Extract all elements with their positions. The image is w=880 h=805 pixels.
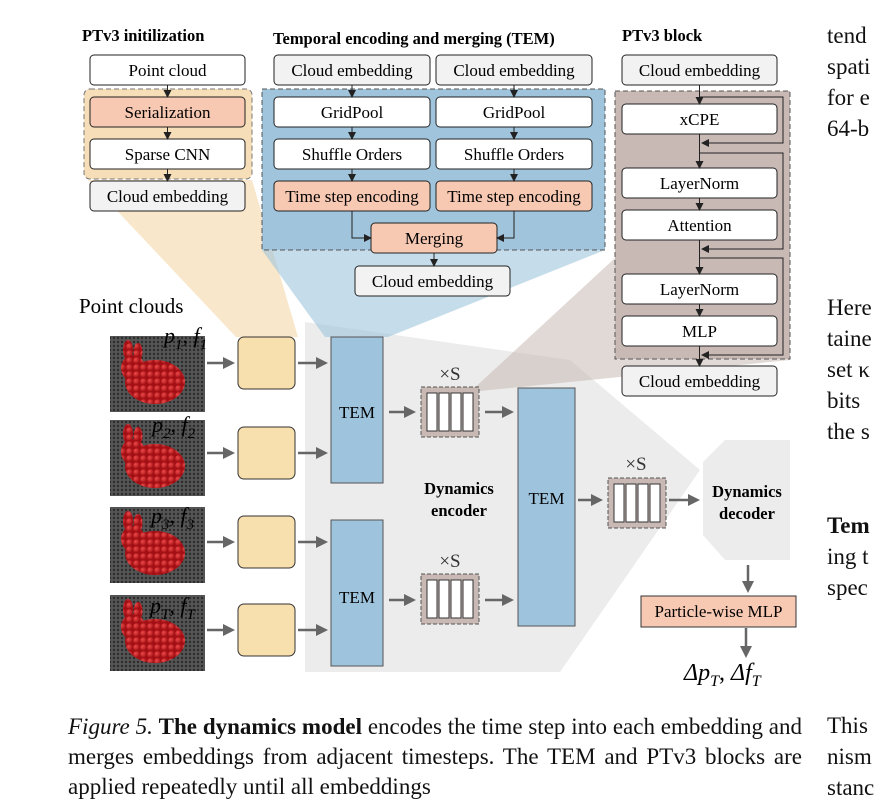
init-block (237, 336, 296, 390)
block-layernorm2-label: LayerNorm (660, 280, 739, 299)
times-s-top: ×S (439, 364, 460, 385)
tem-gridpool-right-label: GridPool (483, 103, 546, 122)
tem-shuffle-right-label: Shuffle Orders (464, 145, 564, 164)
tem-block-bottom (330, 519, 384, 667)
caption-text: encodes the time step into each embeddin… (68, 714, 803, 799)
side-line: for e (827, 85, 870, 110)
dynamics-encoder-label-2: encoder (431, 501, 487, 520)
title-ptv3-init: PTv3 initilization (82, 26, 204, 45)
init-cloud-embedding-label: Cloud embedding (107, 187, 229, 206)
particle-mlp-box (640, 595, 797, 628)
bunny-point-cloud (110, 420, 205, 496)
init-zoom-fan (88, 180, 298, 337)
point-cloud-label: pT, fT (148, 593, 196, 623)
point-cloud-label: p1, f1 (162, 323, 207, 353)
point-clouds-title: Point clouds (79, 294, 183, 318)
title-tem: Temporal encoding and merging (TEM) (273, 29, 555, 48)
tem-cloud-embedding-right-label: Cloud embedding (453, 61, 575, 80)
tem-block-middle-label: TEM (529, 489, 565, 508)
side-line: set κ (827, 357, 870, 382)
tem-time-step-right-label: Time step encoding (447, 187, 581, 206)
delta-output: ΔpT, ΔfT (683, 660, 762, 690)
dynamics-model-figure: PTv3 initilization Temporal encoding and… (79, 26, 797, 690)
init-sparse-cnn-label: Sparse CNN (125, 145, 210, 164)
tem-block-top (330, 336, 384, 484)
bunny-column (110, 336, 205, 671)
side-text-lower: Tem ing t spec (827, 510, 870, 603)
side-line: 64-b (827, 116, 870, 141)
block-layernorm1-label: LayerNorm (660, 174, 739, 193)
caption-bold: The dynamics model (158, 714, 362, 739)
block-xcpe-label: xCPE (680, 110, 720, 129)
block-attention-label: Attention (667, 216, 732, 235)
side-line: This (827, 713, 868, 738)
side-text-bottom: This nism stanc (827, 710, 874, 803)
block-input-label: Cloud embedding (639, 61, 761, 80)
block-output-label: Cloud embedding (639, 372, 761, 391)
side-line: nism (827, 744, 872, 769)
ptv3-stack (420, 573, 480, 625)
point-cloud-labels: p1, f1 p2, f2 p3, f3 pT, fT (148, 323, 207, 623)
init-block (237, 426, 296, 480)
dynamics-decoder-label-1: Dynamics (712, 482, 782, 501)
figure-caption: Figure 5. The dynamics model encodes the… (68, 712, 802, 802)
times-s-bottom: ×S (439, 551, 460, 572)
bunny-point-cloud (110, 336, 205, 412)
particle-mlp-label: Particle-wise MLP (655, 602, 783, 621)
init-block (237, 515, 296, 569)
ptv3-stack (420, 386, 480, 438)
ptv3-stack (607, 477, 667, 529)
encoder-region (305, 322, 700, 672)
init-serialization-label: Serialization (125, 103, 211, 122)
tem-merging-label: Merging (405, 229, 464, 248)
point-cloud-label: p2, f2 (150, 412, 196, 442)
block-mlp-label: MLP (682, 322, 717, 341)
tem-block-top-label: TEM (339, 403, 375, 422)
side-line: ing t (827, 544, 869, 569)
figure-number: Figure 5. (68, 714, 153, 739)
init-block (237, 603, 296, 657)
side-text-middle: Here taine set κ bits the s (827, 292, 872, 447)
tem-output-label: Cloud embedding (372, 272, 494, 291)
side-line: stanc (827, 775, 875, 800)
tem-cloud-embedding-left-label: Cloud embedding (291, 61, 413, 80)
dynamics-encoder-label-1: Dynamics (424, 479, 494, 498)
side-heading: Tem (827, 513, 870, 538)
side-line: the s (827, 419, 870, 444)
ptv3-stacks (420, 386, 667, 625)
side-line: spati (827, 54, 871, 79)
main-flow-arrows (389, 406, 754, 658)
init-blocks (207, 336, 328, 657)
block-arrows (695, 85, 784, 367)
side-line: tend (827, 23, 867, 48)
side-line: taine (827, 326, 872, 351)
side-line: bits (827, 388, 861, 413)
point-cloud-label: p3, f3 (149, 503, 194, 533)
tem-time-step-left-label: Time step encoding (285, 187, 419, 206)
tem-gridpool-left-label: GridPool (321, 103, 384, 122)
tem-shuffle-left-label: Shuffle Orders (302, 145, 402, 164)
dynamics-decoder-label-2: decoder (719, 504, 775, 523)
side-line: Here (827, 295, 872, 320)
tem-block-bottom-label: TEM (339, 588, 375, 607)
times-s-right: ×S (625, 454, 646, 475)
side-line: spec (827, 575, 868, 600)
bunny-point-cloud (110, 507, 205, 583)
decoder-region (703, 440, 790, 560)
init-point-cloud-label: Point cloud (129, 61, 207, 80)
tem-arrows (348, 85, 518, 267)
title-ptv3-block: PTv3 block (622, 26, 703, 45)
bunny-point-cloud (110, 595, 205, 671)
tem-block-middle (517, 387, 576, 627)
side-text-top: tend spati for e 64-b (827, 20, 870, 144)
